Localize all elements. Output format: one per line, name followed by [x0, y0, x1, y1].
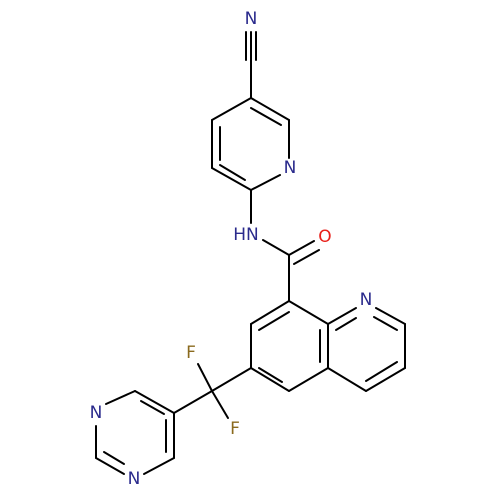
bond-qn-4 [365, 367, 406, 392]
atom-n-pyrimidine-1: N [90, 403, 103, 423]
atom-n-quinoline: N [360, 290, 373, 310]
bond-q-inner-3 [258, 311, 290, 331]
bond-pm-2 [143, 457, 175, 475]
bond-qn-5 [327, 367, 367, 392]
bond-pm-inner-3 [140, 400, 165, 415]
bond-py-4 [211, 167, 252, 191]
bond-q-1 [288, 300, 329, 325]
bond-q-6 [250, 300, 290, 325]
bond-py-1 [250, 97, 290, 121]
bond-qn-inner-1 [373, 316, 398, 331]
bond-pm-6 [134, 390, 175, 414]
atom-labels: N N HN O N F F N N [90, 9, 373, 489]
bond-pm-5 [105, 390, 136, 405]
bond-q-inner-2 [258, 367, 283, 383]
atom-n-pyrimidine-2: N [128, 469, 141, 489]
bond-co-1 [288, 240, 315, 256]
bond-ring-cf2 [211, 367, 252, 392]
atom-n-pyridine: N [284, 158, 297, 178]
atom-nh-amide: HN [233, 225, 259, 245]
atom-f-upper: F [186, 343, 196, 363]
atom-n-nitrile: N [245, 9, 258, 29]
bond-q-4 [250, 367, 290, 392]
bond-qn-inner-3 [335, 317, 357, 331]
bond-qn-inner-2 [365, 361, 398, 382]
bond-py-inner-2 [219, 164, 246, 181]
bond-pm-3 [95, 457, 125, 475]
atom-o-carbonyl: O [318, 227, 331, 247]
bond-py-inner-1 [250, 107, 282, 126]
bond-co-2 [293, 249, 320, 265]
bond-py-6 [211, 97, 252, 121]
bond-lines [95, 31, 406, 475]
bond-py-3 [250, 174, 281, 191]
bond-cf2-pyrimidine [173, 390, 213, 414]
bond-qn-2 [375, 307, 406, 325]
bond-q-3 [288, 367, 329, 392]
bond-cf2-f-upper [197, 363, 213, 392]
bond-qn-1 [327, 307, 357, 325]
atom-f-lower: F [230, 419, 240, 439]
bond-cf2-f-lower [211, 390, 229, 419]
bond-pm-inner-2 [103, 451, 125, 465]
bond-nh-c [262, 239, 290, 256]
